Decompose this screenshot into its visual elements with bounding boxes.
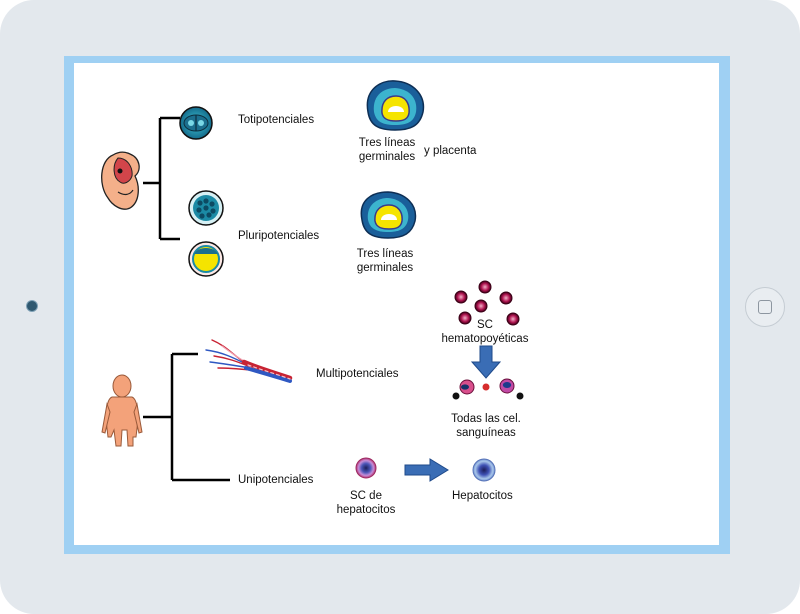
blood-vessel-icon bbox=[205, 339, 293, 383]
label-tres-lineas-2: Tres líneas germinales bbox=[356, 248, 414, 274]
right-arrow-icon bbox=[404, 458, 449, 482]
label-unipotenciales: Unipotenciales bbox=[238, 474, 314, 486]
label-tres-lineas-1: Tres líneas germinales bbox=[358, 137, 416, 163]
totipotent-cell-icon bbox=[179, 106, 213, 140]
tree-top-bracket bbox=[143, 116, 180, 241]
blood-cells-icon bbox=[452, 378, 524, 400]
tree-bottom-bracket bbox=[143, 352, 230, 482]
hepatocyte-icon bbox=[472, 458, 496, 482]
embryo-icon bbox=[101, 151, 140, 210]
label-sc-hepatocitos: SC de hepatocitos bbox=[336, 490, 396, 516]
camera-icon bbox=[26, 300, 38, 312]
label-y-placenta: y placenta bbox=[424, 145, 477, 157]
label-todas-cel: Todas las cel. sanguíneas bbox=[451, 413, 521, 439]
label-hepatocitos: Hepatocitos bbox=[452, 490, 513, 502]
hsc-cluster-icon bbox=[454, 280, 520, 326]
screen bbox=[74, 63, 719, 545]
morula-icon bbox=[188, 190, 224, 226]
label-pluripotenciales: Pluripotenciales bbox=[238, 230, 320, 242]
blastocyst-icon bbox=[188, 241, 224, 277]
germ-layer-embryo-icon-2 bbox=[360, 191, 417, 239]
home-button-icon[interactable] bbox=[745, 287, 785, 327]
hepatocyte-stem-cell-icon bbox=[355, 457, 377, 479]
germ-layer-embryo-icon-1 bbox=[366, 80, 425, 131]
label-sc-hematopoyeticas: SC hematopoyéticas bbox=[441, 319, 529, 345]
down-arrow-icon bbox=[470, 345, 502, 379]
human-figure-icon bbox=[101, 374, 143, 447]
label-multipotenciales: Multipotenciales bbox=[316, 368, 399, 380]
label-totipotenciales: Totipotenciales bbox=[238, 114, 315, 126]
